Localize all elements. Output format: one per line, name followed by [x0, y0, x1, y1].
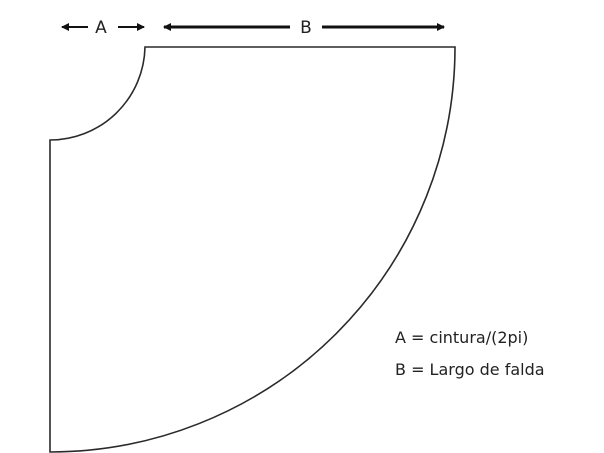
dimension-b-label: B [300, 18, 312, 38]
legend-line-b: B = Largo de falda [395, 360, 545, 379]
legend-line-a: A = cintura/(2pi) [395, 328, 528, 347]
dimension-a-label: A [95, 18, 107, 38]
pattern-outline [49, 46, 456, 453]
